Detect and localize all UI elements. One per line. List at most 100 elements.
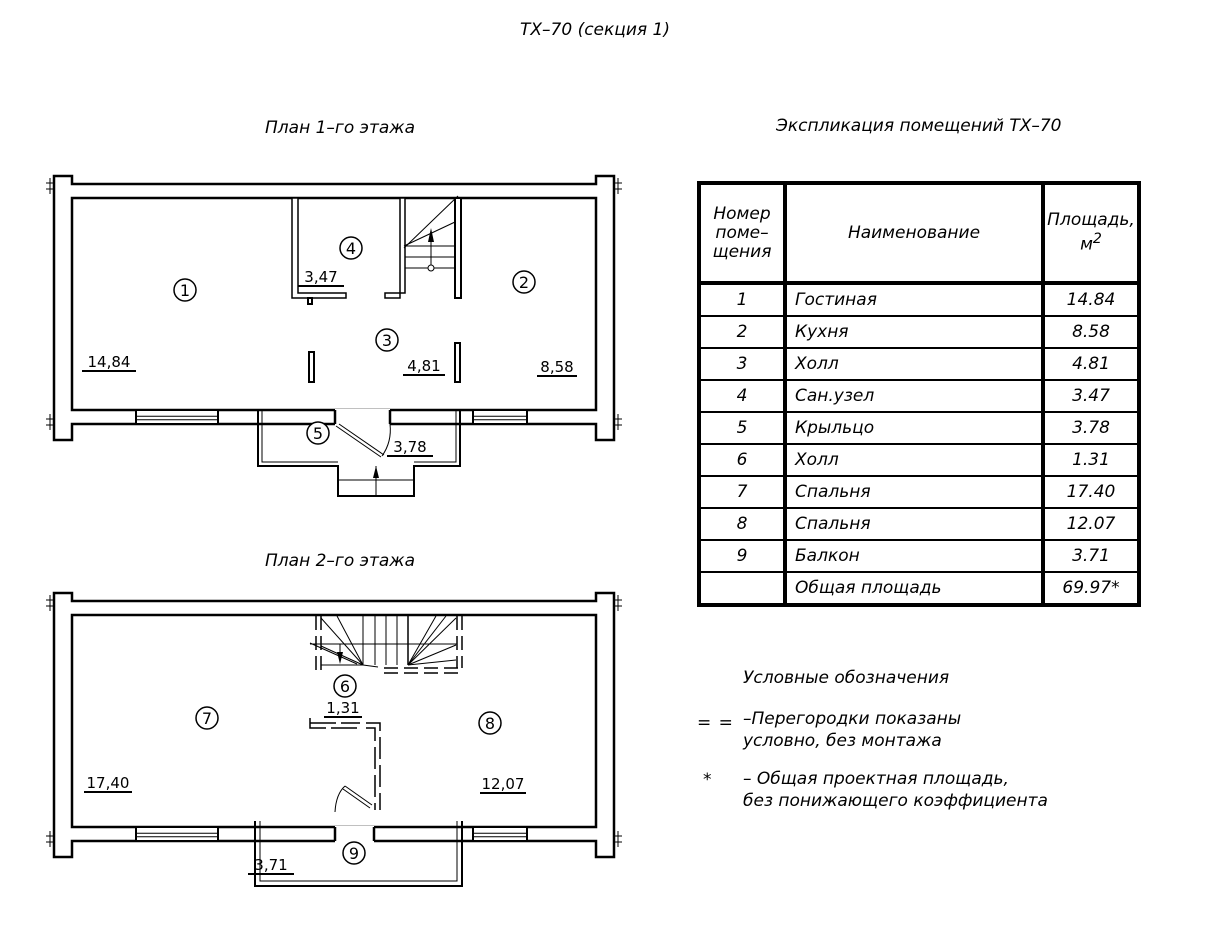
dashed-partition <box>366 722 381 810</box>
cell-num: 7 <box>699 476 787 509</box>
cell-num: 9 <box>699 540 787 573</box>
cell-name: Сан.узел <box>785 380 1045 413</box>
cell-num: 1 <box>699 283 787 317</box>
cell-area: 17.40 <box>1043 476 1139 509</box>
stair-cut-line <box>403 195 459 249</box>
window <box>135 409 219 425</box>
stair-winder <box>407 615 447 666</box>
door-swing-arc <box>381 423 391 457</box>
balcony-inner <box>259 821 458 882</box>
stair-step <box>362 664 379 668</box>
door-leaf <box>338 423 385 456</box>
room-number: 3 <box>382 331 392 350</box>
legend-line: условно, без монтажа <box>743 731 942 751</box>
stair-winder <box>309 642 358 665</box>
room-number: 8 <box>485 714 495 733</box>
cell-name: Балкон <box>785 540 1045 573</box>
window <box>472 826 528 842</box>
cell-num: 6 <box>699 444 787 477</box>
interior-outline <box>70 196 598 412</box>
room-area-label: 17,40 <box>87 774 130 792</box>
legend-item-total-area: – Общая проектная площадь, без понижающе… <box>743 768 1048 812</box>
room-area-label: 3,71 <box>254 856 287 874</box>
cell-area: 14.84 <box>1043 283 1139 317</box>
room-area-label: 8,58 <box>540 358 573 376</box>
stair-wall <box>384 197 406 299</box>
stair-winder <box>407 617 457 666</box>
header-name: Наименование <box>785 183 1045 285</box>
dashed-partition <box>456 616 463 668</box>
porch-inner <box>261 410 338 463</box>
door-leaf <box>335 425 382 458</box>
cell-name: Крыльцо <box>785 412 1045 445</box>
legend-line: –Перегородки показаны <box>743 709 962 729</box>
header-number: Номер поме– щения <box>699 183 787 285</box>
room-area-label: 12,07 <box>482 775 525 793</box>
stair-start-dot <box>427 264 435 272</box>
header-number-line: поме– <box>715 222 769 243</box>
cell-name: Кухня <box>785 316 1045 349</box>
window <box>472 409 528 425</box>
legend-line: без понижающего коэффициента <box>743 791 1048 811</box>
stair-winder <box>407 659 457 666</box>
plan1-title: План 1–го этажа <box>265 118 416 138</box>
room-number-circle <box>339 236 363 260</box>
entry-arrow-icon <box>373 466 379 478</box>
cell-num <box>699 572 787 605</box>
porch-inner <box>414 410 457 463</box>
cell-name: Спальня <box>785 476 1045 509</box>
room-number-circle <box>478 711 502 735</box>
stair-arrow-icon <box>428 228 434 242</box>
room-number: 5 <box>313 424 323 443</box>
cell-area: 3.47 <box>1043 380 1139 413</box>
cell-name: Общая площадь <box>785 572 1045 605</box>
cell-area: 8.58 <box>1043 316 1139 349</box>
legend-item-partitions: –Перегородки показаны условно, без монта… <box>743 708 961 752</box>
stair-wall-right <box>454 197 462 299</box>
room-number: 1 <box>180 281 190 300</box>
cell-name: Спальня <box>785 508 1045 541</box>
room-number-circle <box>306 421 330 445</box>
room-number: 9 <box>349 844 359 863</box>
legend-line: – Общая проектная площадь, <box>743 769 1009 789</box>
cell-area: 12.07 <box>1043 508 1139 541</box>
room-number: 6 <box>340 677 350 696</box>
cell-num: 5 <box>699 412 787 445</box>
explication-header-row: Номер поме– щения Наименование Площадь, … <box>699 183 1139 285</box>
partition-stub <box>308 351 315 383</box>
cell-num: 4 <box>699 380 787 413</box>
page-title: ТХ–70 (секция 1) <box>520 20 670 40</box>
stair-winder <box>320 617 364 666</box>
stair-winder <box>407 615 437 666</box>
header-number-line: Номер <box>713 203 771 224</box>
cell-num: 8 <box>699 508 787 541</box>
explication-table: Номер поме– щения Наименование Площадь, … <box>697 181 1141 607</box>
header-area-unit-sup: 2 <box>1092 231 1102 248</box>
cell-num: 3 <box>699 348 787 381</box>
room-number: 4 <box>346 239 356 258</box>
header-area-unit: м <box>1080 234 1093 255</box>
room-area-label: 3,78 <box>393 438 426 456</box>
room-area-label: 4,81 <box>407 357 440 375</box>
asterisk-symbol: * <box>703 770 712 790</box>
room-area-label: 1,31 <box>326 699 359 717</box>
room-number-circle <box>512 270 536 294</box>
room-number: 7 <box>202 709 212 728</box>
window <box>135 826 219 842</box>
plan2-drawing: 6 7 8 9 1,31 17,40 12,07 3,71 <box>46 591 622 887</box>
door-opening <box>335 826 374 843</box>
cell-area: 1.31 <box>1043 444 1139 477</box>
stair-arrow-icon <box>337 652 343 664</box>
room-number-circle <box>375 328 399 352</box>
door-leaf <box>344 785 373 806</box>
interior-outline <box>70 613 598 829</box>
cell-area: 4.81 <box>1043 348 1139 381</box>
